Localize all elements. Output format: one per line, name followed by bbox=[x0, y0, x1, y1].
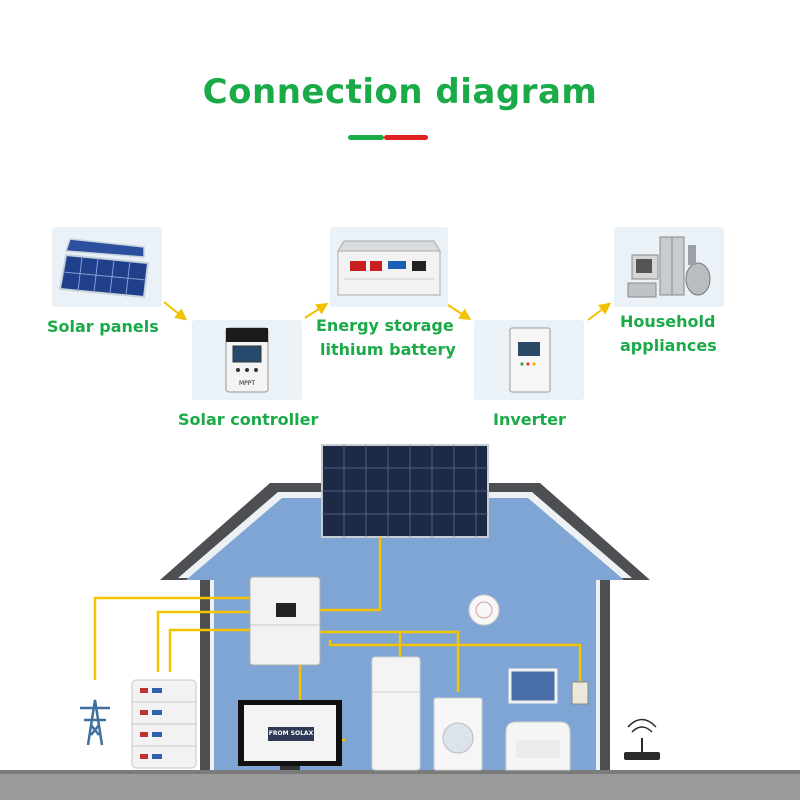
battery-label-line2: lithium battery bbox=[320, 340, 456, 359]
smoke-detector-icon bbox=[468, 594, 500, 626]
armchair-icon bbox=[505, 721, 571, 771]
inverter-card bbox=[474, 320, 584, 400]
controller-screen-text: MPPT bbox=[238, 380, 256, 387]
hybrid-inverter-icon bbox=[249, 576, 321, 666]
solar-controller-label: Solar controller bbox=[178, 410, 319, 429]
pylon-icon bbox=[80, 699, 110, 746]
page-title: Connection diagram bbox=[202, 72, 598, 112]
tv-screen-text: FROM SOLAX bbox=[268, 730, 314, 737]
washing-machine-icon bbox=[433, 697, 483, 771]
fridge-icon bbox=[371, 656, 421, 771]
battery-rack-icon bbox=[337, 240, 441, 296]
solar-panels-card bbox=[52, 227, 162, 307]
battery-stack-icon bbox=[131, 679, 197, 769]
appliances-label-line2: appliances bbox=[620, 336, 717, 355]
appliances-label-line1: Household bbox=[620, 312, 716, 331]
ground bbox=[0, 770, 800, 800]
picture-frame-icon bbox=[508, 668, 558, 704]
battery-label-line1: Energy storage bbox=[316, 316, 454, 335]
solar-controller-card: MPPT bbox=[192, 320, 302, 400]
smart-meter-icon bbox=[571, 681, 589, 705]
inverter-label: Inverter bbox=[493, 410, 566, 429]
roof-solar-panel-icon bbox=[321, 444, 489, 538]
mppt-controller-icon bbox=[225, 327, 269, 393]
title-underline-green bbox=[348, 135, 384, 140]
appliances-icon bbox=[627, 236, 711, 298]
battery-card bbox=[330, 227, 448, 307]
solar-panel-icon bbox=[58, 238, 150, 299]
wifi-router-icon bbox=[624, 718, 660, 760]
title-underline-red bbox=[384, 135, 428, 140]
inverter-icon bbox=[509, 327, 551, 393]
tv-icon bbox=[238, 700, 342, 770]
appliances-card bbox=[614, 227, 724, 307]
solar-panels-label: Solar panels bbox=[47, 317, 159, 336]
